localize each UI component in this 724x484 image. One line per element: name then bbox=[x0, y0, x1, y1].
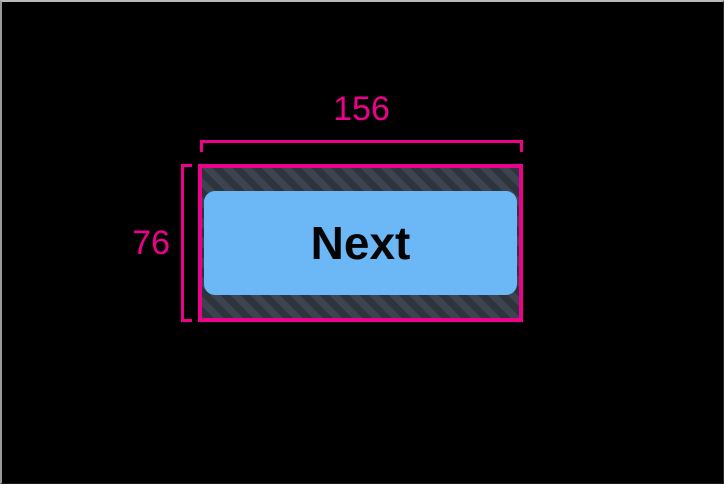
next-button[interactable]: Next bbox=[204, 191, 517, 295]
height-dimension-tick-bottom bbox=[181, 319, 192, 322]
width-dimension-line bbox=[200, 140, 523, 143]
next-button-label: Next bbox=[310, 217, 411, 269]
width-dimension-tick-left bbox=[200, 140, 203, 152]
height-dimension-label: 76 bbox=[132, 224, 170, 262]
width-dimension-label: 156 bbox=[333, 90, 390, 128]
height-dimension-tick-top bbox=[181, 164, 192, 167]
width-dimension-tick-right bbox=[520, 140, 523, 152]
measured-widget[interactable]: Next bbox=[198, 164, 523, 322]
height-dimension-line bbox=[181, 164, 184, 322]
